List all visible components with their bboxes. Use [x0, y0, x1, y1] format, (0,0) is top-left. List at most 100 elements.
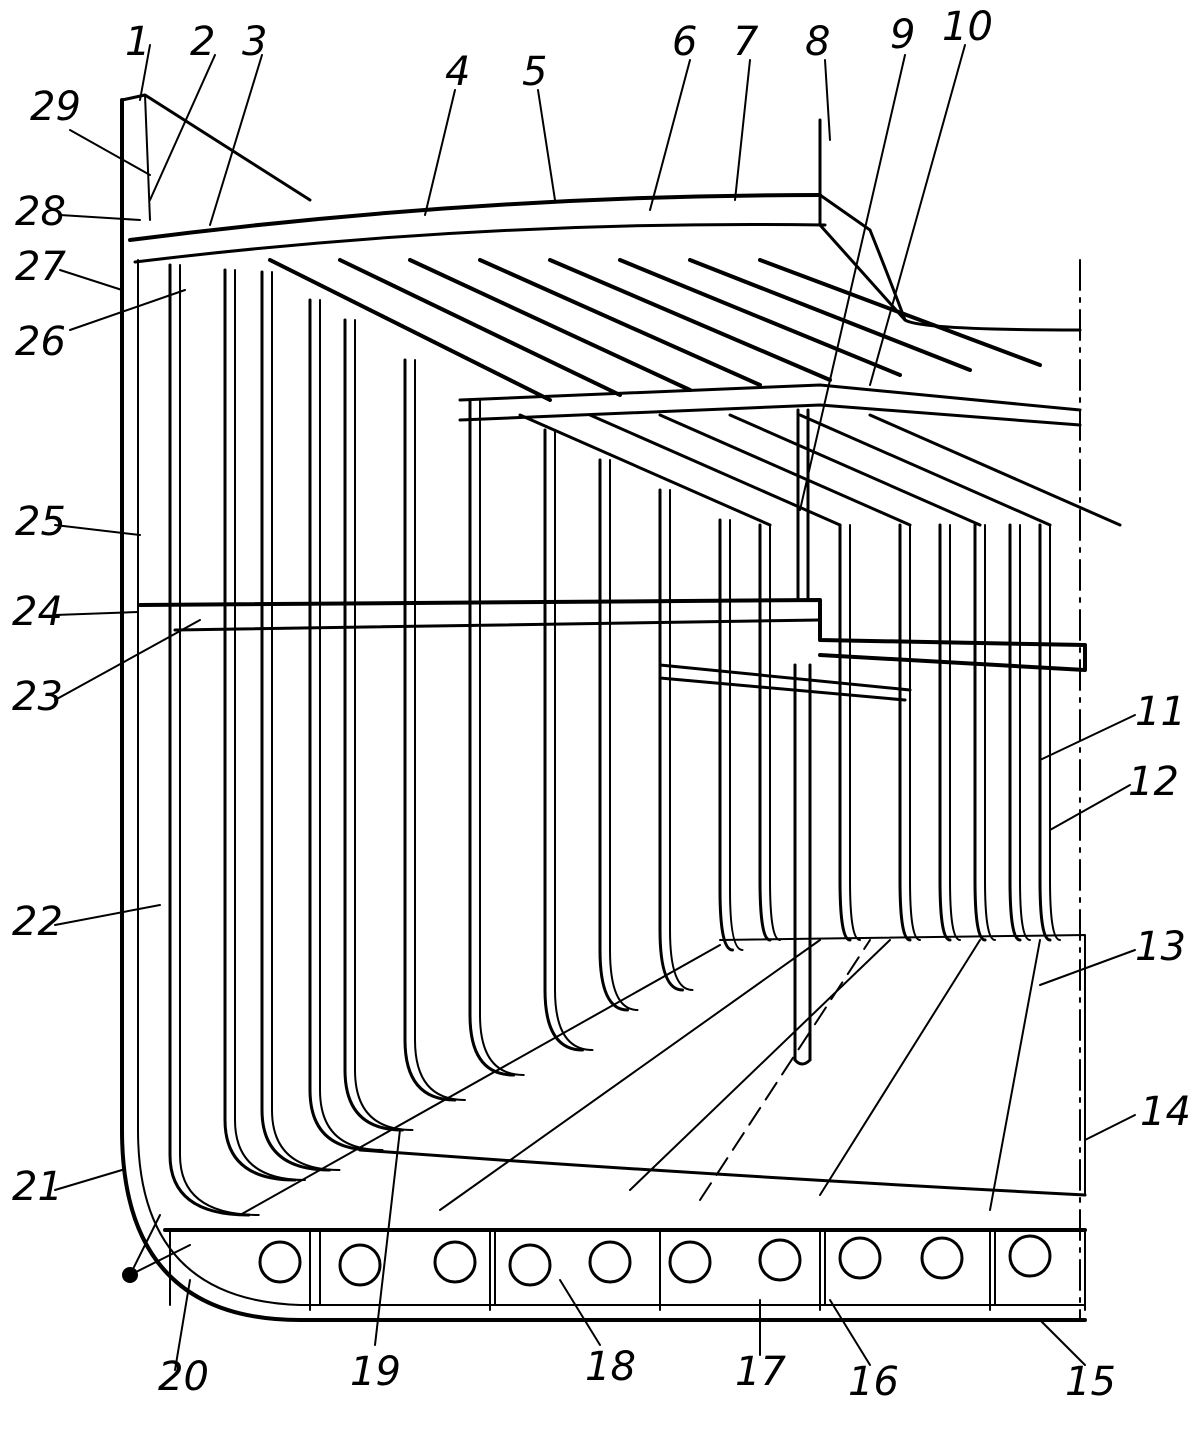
deck-beam — [758, 258, 1042, 367]
deck-beam-lower — [588, 413, 842, 527]
label-6: 6 — [672, 19, 697, 65]
label-18: 18 — [585, 1344, 636, 1390]
label-12: 12 — [1128, 759, 1179, 805]
leader-line — [829, 1299, 871, 1366]
deck-beam — [338, 258, 622, 397]
pillar — [793, 663, 812, 1066]
tween-deck — [138, 598, 1087, 672]
leader-line — [139, 44, 151, 101]
leader-line — [54, 524, 141, 536]
bulwark — [120, 93, 312, 202]
frame — [718, 518, 734, 952]
frame-flange — [479, 399, 525, 1076]
frames — [168, 263, 1061, 1217]
frame — [1038, 523, 1052, 942]
leader-line — [799, 54, 906, 511]
frame — [308, 298, 374, 1152]
deck-girder — [458, 383, 1082, 427]
floor-plate — [494, 1229, 661, 1311]
leader-line — [537, 89, 556, 201]
frame — [1008, 523, 1022, 942]
frame-flange — [179, 264, 260, 1216]
frame-flange — [319, 299, 384, 1151]
frame — [973, 523, 987, 942]
label-8: 8 — [805, 19, 830, 65]
frame-flange — [554, 429, 594, 1051]
frame-flange — [271, 271, 341, 1171]
frame-flange — [849, 524, 861, 941]
label-9: 9 — [890, 12, 915, 58]
label-17: 17 — [735, 1349, 786, 1395]
leader-line — [1039, 714, 1136, 761]
lightening-hole — [668, 1240, 712, 1284]
lightening-hole — [433, 1240, 477, 1284]
lightening-hole — [920, 1236, 964, 1280]
tween-deck-under — [173, 618, 822, 632]
frame-flange — [1049, 524, 1061, 941]
frame-flange — [414, 359, 466, 1101]
leader-line — [374, 1129, 401, 1346]
leader-lines — [54, 44, 1136, 1371]
deck-beam — [688, 258, 972, 372]
label-11: 11 — [1135, 689, 1186, 735]
leader-line — [149, 54, 216, 201]
lightening-hole — [338, 1243, 382, 1287]
label-22: 22 — [12, 899, 63, 945]
leader-line — [424, 89, 456, 216]
frame — [543, 428, 584, 1052]
label-13: 13 — [1135, 924, 1186, 970]
frame-flange — [949, 524, 961, 941]
lightening-hole — [258, 1240, 302, 1284]
deck-beam-lower — [868, 413, 1122, 527]
inner-side-line — [137, 259, 1086, 1306]
frame — [403, 358, 457, 1102]
leader-line — [1049, 784, 1131, 831]
labels: 1 2 3 4 5 6 7 8 9 10 11 12 13 14 15 16 1… — [12, 4, 1191, 1405]
leader-line — [59, 269, 123, 291]
deck-beams — [268, 258, 1122, 527]
leader-line — [54, 619, 201, 701]
leader-line — [1039, 1319, 1086, 1366]
label-20: 20 — [158, 1354, 209, 1400]
label-10: 10 — [942, 4, 993, 50]
label-4: 4 — [445, 49, 470, 95]
frame-flange — [769, 524, 781, 941]
frame-flange — [609, 459, 639, 1011]
leader-line — [54, 1169, 123, 1191]
leader-line — [649, 59, 691, 211]
deck-beam-lower — [728, 413, 982, 527]
frame-flange — [984, 524, 996, 941]
floor-plate — [994, 1229, 1086, 1311]
leader-line — [1039, 949, 1136, 986]
frame-flange — [234, 269, 306, 1181]
floor-plate — [319, 1229, 491, 1311]
label-16: 16 — [848, 1359, 899, 1405]
leader-line — [69, 289, 186, 331]
hold-floor-edge — [719, 934, 1086, 1196]
leader-line — [209, 54, 263, 226]
tank-top-edge — [358, 1148, 1087, 1197]
upper-deck-under — [133, 222, 827, 264]
leader-line — [54, 611, 139, 616]
floor-plate — [659, 1229, 821, 1311]
hatch-end — [818, 193, 907, 322]
frame-flange — [1019, 524, 1031, 941]
label-3: 3 — [242, 19, 267, 65]
leader-line — [59, 214, 141, 221]
label-15: 15 — [1065, 1359, 1116, 1405]
lightening-hole — [1008, 1234, 1052, 1278]
side-shell — [120, 98, 1087, 1322]
duct-keel-line — [699, 939, 871, 1201]
floor-plate — [169, 1229, 311, 1311]
leader-line — [129, 1214, 191, 1276]
label-7: 7 — [733, 19, 759, 65]
label-1: 1 — [125, 19, 150, 65]
label-2: 2 — [190, 19, 215, 65]
label-28: 28 — [15, 189, 66, 235]
frame — [598, 458, 629, 1012]
leader-line — [824, 59, 831, 141]
label-25: 25 — [15, 499, 66, 545]
deck-beam-lower — [518, 413, 772, 527]
frame — [758, 523, 772, 942]
